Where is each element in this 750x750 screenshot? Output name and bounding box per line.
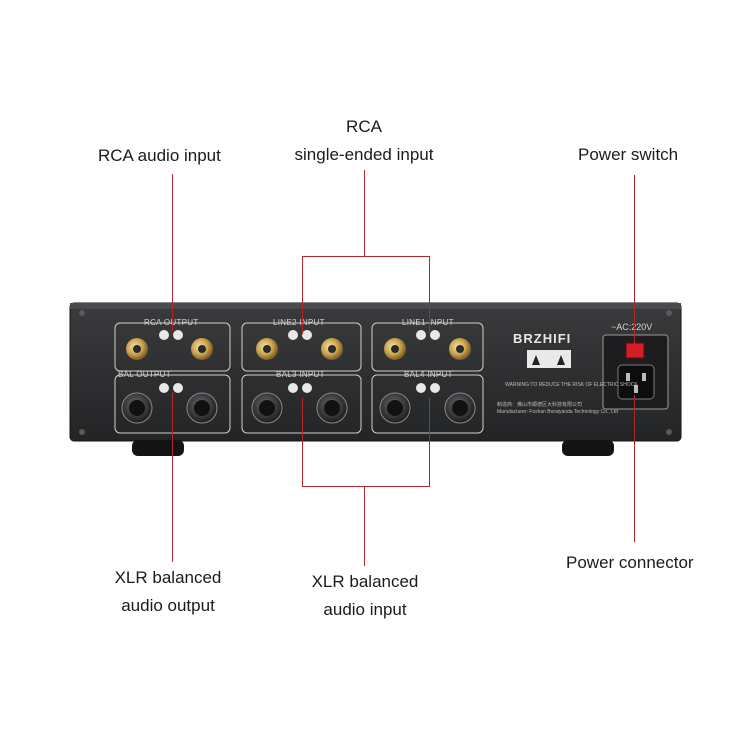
callout-xlr-input: XLR balanced audio input [295,568,435,624]
screw [666,429,672,435]
leader-rca-single-right [429,256,431,334]
callout-rca-single-line1: RCA [346,117,382,136]
xlr-connector [316,392,348,424]
line1-input-frame [371,322,484,372]
bal3-input-label: BAL3 INPUT [276,370,325,379]
leader-rca-single-bracket-top [302,256,430,258]
warning-sticker [527,350,571,368]
line2-input-label: LINE2 INPUT [273,318,325,327]
leader-xlr-input-bracket-bottom [302,486,430,488]
leader-xlr-input-right [429,398,431,487]
callout-xlr-output-line1: XLR balanced [114,568,222,587]
bal4-input-label: BAL4 INPUT [404,370,453,379]
voltage-label: ~AC:220V [611,322,653,332]
bal-output-label: BAL OUTPUT [118,370,171,379]
leader-rca-single-left [302,256,304,334]
manufacturer-en: Manufacturer: Foshan Boraiyanda Technolo… [497,409,619,415]
callout-power-connector: Power connector [566,549,694,577]
leader-rca-audio-input [172,174,174,331]
callout-rca-audio-input: RCA audio input [98,142,221,170]
line2-input-frame [241,322,362,372]
rca-jack-group [126,338,471,360]
xlr-connector [121,392,153,424]
callout-power-switch-text: Power switch [578,145,679,164]
leader-power-switch [634,175,636,345]
line1-input-label: LINE1 INPUT [402,318,454,327]
rca-jack [321,338,343,360]
screw [666,310,672,316]
xlr-connector-group [121,392,476,424]
rca-jack [191,338,213,360]
rca-output-label: RCA OUTPUT [144,318,199,327]
warning-text: WARNING:TO REDUCE THE RISK OF ELECTRIC S… [505,382,638,388]
foot [132,440,184,456]
callout-rca-audio-input-text: RCA audio input [98,146,221,165]
leader-xlr-input-left [302,398,304,487]
bal4-input-frame [371,374,484,434]
callout-xlr-input-line2: audio input [323,600,407,619]
leader-xlr-output [172,392,174,562]
callout-xlr-input-line1: XLR balanced [311,572,419,591]
rca-jack [126,338,148,360]
screw [79,429,85,435]
xlr-connector [186,392,218,424]
power-switch [625,342,645,359]
leader-power-connector [634,395,636,542]
rca-jack [384,338,406,360]
leader-rca-single-stem [364,170,366,257]
xlr-connector [379,392,411,424]
callout-xlr-output-line2: audio output [121,596,215,615]
leader-xlr-input-stem [364,486,366,566]
brand-logo: BRZHIFI [513,331,572,346]
callout-rca-single-ended: RCA single-ended input [272,113,456,169]
xlr-connector [444,392,476,424]
callout-xlr-output: XLR balanced audio output [98,564,238,620]
foot [562,440,614,456]
xlr-connector [251,392,283,424]
rca-jack [256,338,278,360]
screw [79,310,85,316]
callout-power-connector-text: Power connector [566,553,694,572]
rca-jack [449,338,471,360]
manufacturer-cn: 制造商：佛山市顺德区大科技有限公司 [497,402,583,408]
bal3-input-frame [241,374,362,434]
callout-rca-single-line2: single-ended input [294,145,434,164]
callout-power-switch: Power switch [578,141,678,169]
